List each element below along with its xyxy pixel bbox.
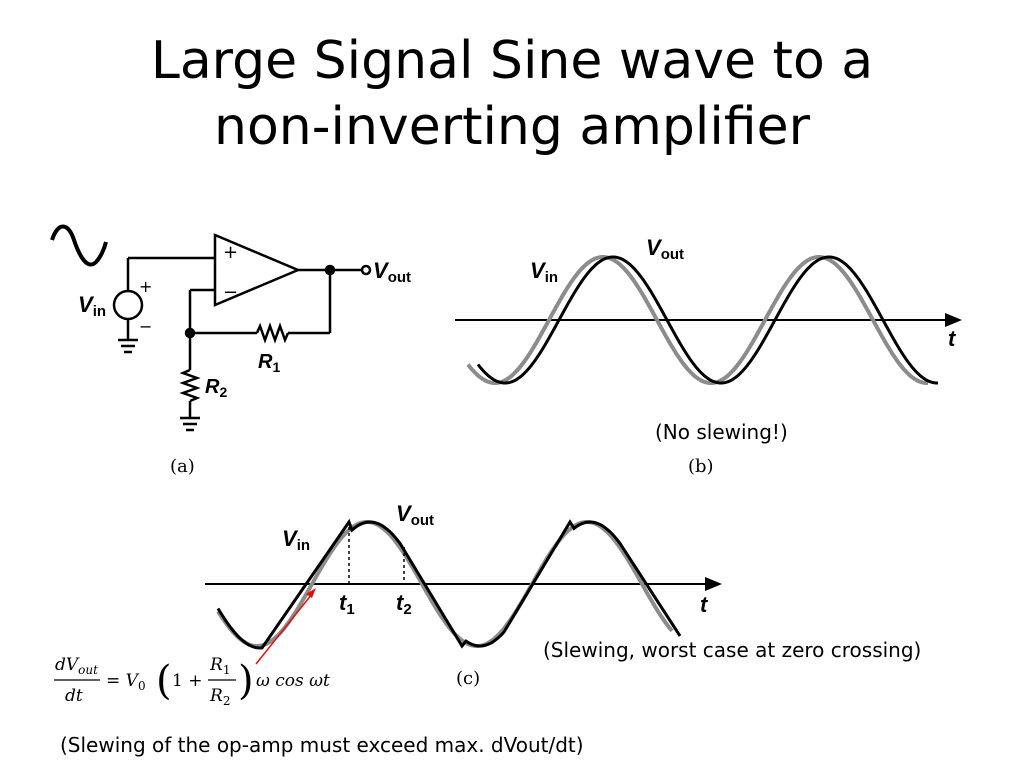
equation-lhs-denominator: dt (65, 686, 83, 706)
panel-c-vout-label: Vout (396, 501, 434, 529)
ground-symbol-source (118, 338, 138, 354)
equation-right-paren: ) (238, 658, 254, 704)
equation-r1: R1 (209, 655, 230, 677)
voltage-source (112, 289, 144, 321)
circuit-vout-label: Vout (373, 258, 411, 286)
ac-source-sine-symbol (50, 224, 108, 267)
circuit-vin-label: Vin (78, 292, 106, 320)
panel-c-vout-wave (216, 518, 682, 650)
note-slew-requirement: (Slewing of the op-amp must exceed max. … (60, 733, 584, 757)
note-slewing-worst-case: (Slewing, worst case at zero crossing) (543, 638, 922, 662)
circuit-diagram (50, 224, 372, 432)
equation-r2: R2 (209, 686, 230, 708)
ground-symbol-r2 (180, 416, 200, 432)
output-terminal (360, 264, 372, 276)
note-no-slewing: (No slewing!) (655, 420, 788, 444)
source-minus-sign: − (139, 317, 152, 336)
opamp-minus-sign: − (223, 282, 238, 303)
panel-c-t-label: t (700, 592, 709, 617)
equation-left-paren: ( (156, 658, 172, 704)
equation-one-plus: 1 + (172, 671, 202, 691)
panel-c-vin-label: Vin (282, 526, 310, 554)
panel-b-vout-label: Vout (646, 235, 684, 263)
caption-b: (b) (688, 456, 714, 477)
r2-label: R2 (205, 376, 227, 400)
panel-b-t-label: t (948, 326, 957, 351)
caption-c: (c) (456, 668, 480, 689)
r1-label: R1 (258, 351, 280, 375)
panel-b-axis-arrow (945, 313, 962, 327)
t1-label: t1 (339, 590, 355, 618)
equation-lhs-numerator: dVout (55, 655, 98, 677)
equation-coefficient: = V0 (106, 671, 146, 693)
slide-title: Large Signal Sine wave to a non-invertin… (0, 28, 1024, 160)
slide-title-line-1: Large Signal Sine wave to a (150, 31, 874, 91)
panel-b-waveforms (455, 255, 962, 385)
panel-c-axis-arrow (705, 577, 722, 591)
panel-b-vin-label: Vin (530, 258, 558, 286)
t2-label: t2 (396, 590, 412, 618)
opamp-plus-sign: + (223, 242, 238, 263)
equation-tail: ω cos ωt (256, 671, 330, 691)
resistor-r1 (255, 322, 290, 344)
op-amp-triangle (213, 233, 302, 307)
resistor-r2 (179, 368, 201, 403)
source-plus-sign: + (139, 277, 152, 296)
slope-pointer-arrowhead (306, 588, 316, 598)
panel-b-vout-wave (476, 255, 938, 385)
panel-b-vin-wave (466, 255, 928, 385)
caption-a: (a) (170, 456, 195, 477)
slide-title-line-2: non-inverting amplifier (214, 97, 810, 157)
panel-c-waveforms (205, 518, 722, 665)
slope-pointer-arrow (255, 593, 313, 665)
slew-equation: dVout dt = V0 ( 1 + R1 R2 ) ω cos ωt (54, 655, 330, 708)
